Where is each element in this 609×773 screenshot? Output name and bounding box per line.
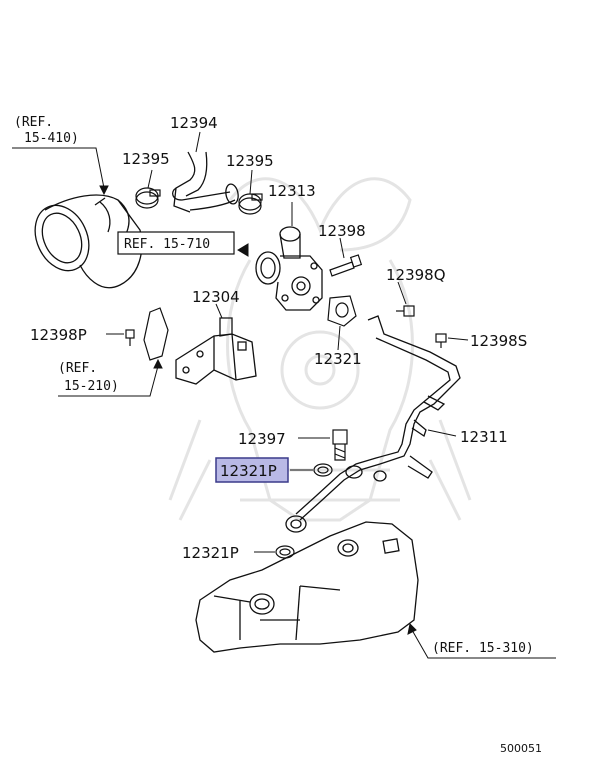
label-12398: 12398	[318, 222, 366, 240]
hose-12394-part	[171, 151, 239, 213]
plate-ref-15-210	[143, 307, 169, 361]
pipe-12311-part	[285, 315, 461, 533]
label-12311: 12311	[460, 428, 508, 446]
label-12304: 12304	[192, 288, 240, 306]
ref-15-410-line2: 15-410)	[24, 131, 79, 146]
ref-15-410-line1: (REF.	[14, 115, 53, 130]
union-bolt-12397-part	[332, 429, 348, 461]
label-12321: 12321	[314, 350, 362, 368]
label-12321p-highlight[interactable]: 12321P	[220, 462, 277, 480]
bolt-12398p-part	[125, 329, 135, 346]
bolt-12398s-part	[435, 333, 447, 348]
ref-15-710-label: REF. 15-710	[124, 237, 210, 252]
clamp-12395-right	[238, 193, 263, 215]
bracket-12304-part	[175, 317, 257, 385]
ref-15-210-line1: (REF.	[58, 361, 97, 376]
bolt-12398q-part	[396, 305, 415, 317]
ref-15-210-line2: 15-210)	[64, 379, 119, 394]
label-12395-left: 12395	[122, 150, 170, 168]
label-12398s: 12398S	[470, 332, 527, 350]
label-12398p: 12398P	[30, 326, 87, 344]
gasket-12321p-lower-ring	[275, 545, 295, 559]
clamp-12395-left	[135, 187, 161, 209]
label-12313: 12313	[268, 182, 316, 200]
label-12394: 12394	[170, 114, 218, 132]
exhaust-manifold-part	[195, 521, 419, 653]
label-12321p-lower: 12321P	[182, 544, 239, 562]
ref-15-710-box	[117, 231, 235, 255]
gasket-12321-part	[327, 295, 357, 327]
label-12397: 12397	[238, 430, 286, 448]
bolt-12398-part	[329, 254, 363, 277]
ref-15-310-label: (REF. 15-310)	[432, 641, 534, 656]
highlight-box-12321p[interactable]	[215, 457, 289, 483]
label-12395-right: 12395	[226, 152, 274, 170]
leader-lines	[12, 131, 556, 659]
label-12398q: 12398Q	[386, 266, 446, 284]
watermark-emblem	[168, 177, 472, 522]
gasket-12321p-ring	[313, 463, 333, 477]
valve-12313-part	[255, 226, 323, 311]
figure-number: 500051	[500, 742, 542, 755]
